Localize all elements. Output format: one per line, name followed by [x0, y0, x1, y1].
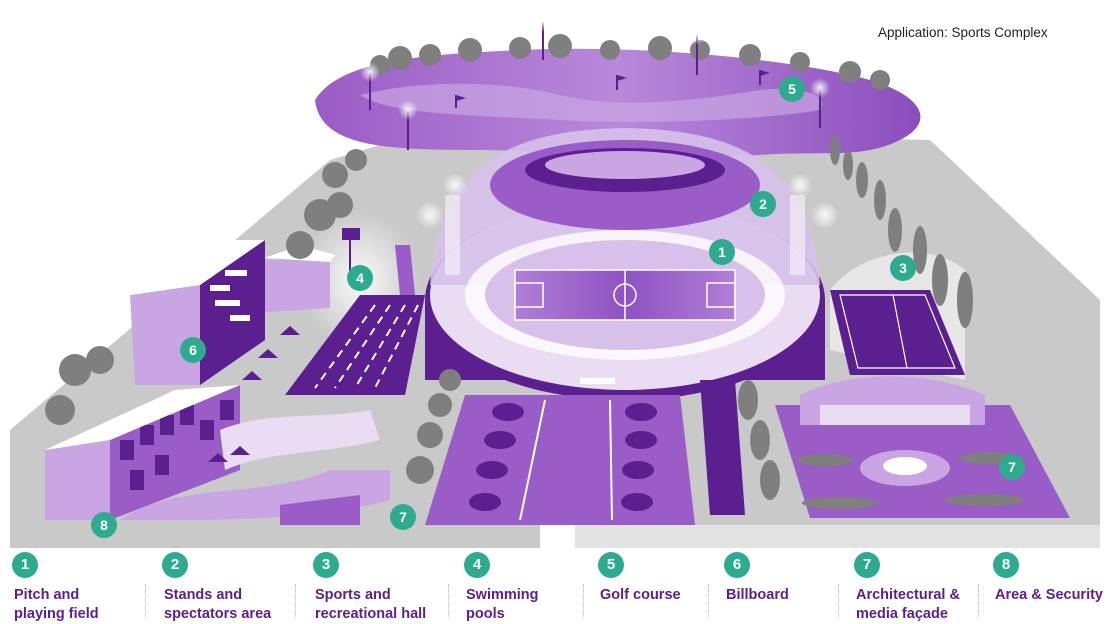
legend-label-5-line1: Golf course	[600, 587, 681, 603]
legend-label-4-line2: pools	[466, 606, 505, 622]
marker-7-plaza: 7	[999, 454, 1025, 480]
marker-2-number: 2	[759, 196, 767, 212]
legend-separator	[583, 584, 584, 618]
legend-badge-7: 7	[854, 552, 880, 578]
legend-label-1-line1: Pitch and	[14, 587, 80, 603]
legend: 1 Pitch and playing field 2 Stands and spe…	[0, 550, 1108, 622]
legend-badge-4: 4	[464, 552, 490, 578]
legend-separator	[838, 584, 839, 618]
legend-label-4: Swimming pools	[466, 586, 594, 624]
billboard-building	[130, 240, 335, 385]
marker-1-number: 1	[718, 244, 726, 260]
marker-4: 4	[347, 265, 373, 291]
marker-5-number: 5	[788, 81, 796, 97]
legend-badge-8: 8	[993, 552, 1019, 578]
legend-separator	[708, 584, 709, 618]
marker-5: 5	[779, 76, 805, 102]
marker-7-parking: 7	[390, 504, 416, 530]
marker-8: 8	[91, 512, 117, 538]
legend-label-1: Pitch and playing field	[14, 586, 142, 624]
legend-badge-5: 5	[598, 552, 624, 578]
legend-label-2-line2: spectators area	[164, 606, 272, 622]
marker-8-number: 8	[100, 517, 108, 533]
legend-separator	[295, 584, 296, 618]
legend-label-3-line2: recreational hall	[315, 606, 427, 622]
marker-4-number: 4	[356, 270, 364, 286]
legend-label-6-line1: Billboard	[726, 587, 789, 603]
legend-badge-1: 1	[12, 552, 38, 578]
marker-1: 1	[709, 239, 735, 265]
legend-label-8-line1: Area & Security	[995, 587, 1103, 603]
legend-badge-3: 3	[313, 552, 339, 578]
legend-badge-6: 6	[724, 552, 750, 578]
marker-7-parking-number: 7	[399, 509, 407, 525]
marker-3: 3	[890, 255, 916, 281]
legend-label-4-line1: Swimming	[466, 587, 539, 603]
legend-label-7-line2: media façade	[856, 606, 948, 622]
legend-badge-2: 2	[162, 552, 188, 578]
legend-separator	[145, 584, 146, 618]
sports-complex-illustration: 1 2 3 4 5 6 7 7 8	[10, 12, 1100, 548]
legend-label-5: Golf course	[600, 586, 728, 605]
marker-7-plaza-number: 7	[1008, 459, 1016, 475]
parking-lot	[425, 380, 780, 525]
legend-label-7-line1: Architectural &	[856, 587, 960, 603]
legend-label-8: Area & Security	[995, 586, 1107, 605]
legend-label-1-line2: playing field	[14, 606, 99, 622]
trees	[45, 149, 461, 484]
legend-label-3: Sports and recreational hall	[315, 586, 443, 624]
legend-label-2: Stands and spectators area	[164, 586, 292, 624]
golf-course	[315, 12, 921, 157]
legend-label-2-line1: Stands and	[164, 587, 243, 603]
sports-hall	[830, 135, 973, 380]
legend-label-7: Architectural & media façade	[856, 586, 984, 624]
legend-separator	[978, 584, 979, 618]
stadium	[416, 128, 839, 400]
marker-2: 2	[750, 191, 776, 217]
application-label: Application: Sports Complex	[878, 25, 1048, 40]
marker-6: 6	[180, 337, 206, 363]
legend-separator	[448, 584, 449, 618]
umbrellas	[208, 326, 300, 462]
media-facade-building	[45, 385, 390, 525]
plaza	[775, 376, 1070, 518]
ground-road-2	[575, 525, 1100, 548]
marker-3-number: 3	[899, 260, 907, 276]
legend-label-3-line1: Sports and	[315, 587, 391, 603]
marker-6-number: 6	[189, 342, 197, 358]
legend-label-6: Billboard	[726, 586, 854, 605]
legend-item-8: 8 Area & Security	[993, 550, 1105, 622]
